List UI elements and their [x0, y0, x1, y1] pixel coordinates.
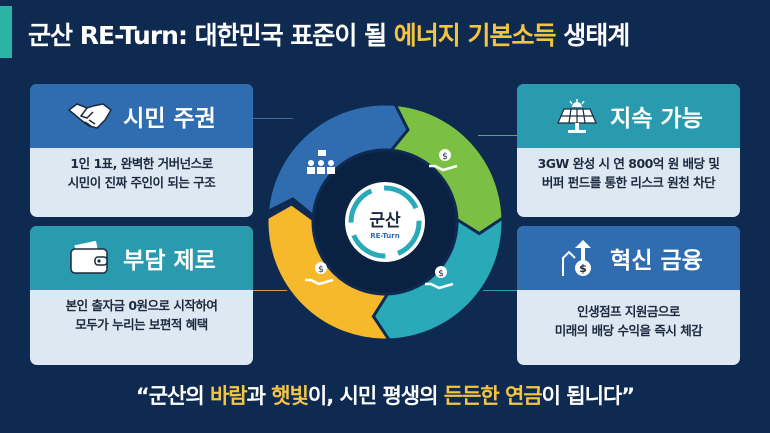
title-highlight: 에너지 기본소득	[393, 21, 557, 50]
connector-line	[253, 118, 293, 119]
svg-text:$: $	[438, 269, 444, 279]
connector-line	[478, 290, 518, 291]
people-network-icon	[307, 150, 335, 174]
center-cycle-arrows	[348, 185, 422, 259]
card-line: 시민이 진짜 주인이 되는 구조	[67, 175, 216, 190]
quote-text: 이, 시민 평생의	[307, 384, 444, 408]
quote-highlight: 든든한 연금	[443, 384, 543, 408]
handshake-icon	[67, 96, 113, 136]
card-title: 지속 가능	[610, 106, 703, 132]
solar-panel-icon	[554, 96, 600, 136]
wallet-icon	[67, 238, 113, 278]
hand-coin-icon: $	[425, 266, 454, 290]
connector-line	[478, 135, 518, 136]
card-line: 미래의 배당 수익을 즉시 체감	[554, 323, 703, 338]
quote-highlight: 햇빛	[271, 384, 309, 408]
title-text-end: 생태계	[555, 21, 630, 50]
connector-line	[253, 290, 293, 291]
title-text: 군산 RE-Turn: 대한민국 표준이 될	[28, 21, 394, 50]
card-line: 1인 1표, 완벽한 거버넌스로	[70, 156, 213, 171]
svg-text:$: $	[318, 265, 324, 275]
closing-quote: “군산의 바람과 햇빛이, 시민 평생의 든든한 연금이 됩니다”	[0, 380, 770, 410]
money-growth-icon: $	[554, 238, 600, 278]
quote-text: 과	[246, 384, 272, 408]
svg-text:$: $	[442, 152, 448, 162]
card-line: 버퍼 펀드를 통한 리스크 원천 차단	[541, 175, 716, 190]
card-title: 시민 주권	[123, 106, 216, 132]
card-line: 3GW 완성 시 연 800억 원 배당 및	[537, 156, 720, 171]
quote-text: “군산의	[135, 384, 210, 408]
title-accent-bar	[0, 6, 12, 58]
card-title: 혁신 금융	[610, 248, 703, 274]
card-title: 부담 제로	[123, 248, 216, 274]
wheel-segment-yellow	[265, 202, 392, 342]
svg-text:$: $	[579, 262, 587, 275]
card-line: 인생점프 지원금으로	[577, 304, 680, 319]
page-title: 군산 RE-Turn: 대한민국 표준이 될 에너지 기본소득 생태계	[28, 16, 630, 52]
cycle-wheel: 군산 RE-Turn $ $ $	[265, 102, 505, 342]
card-line: 본인 출자금 0원으로 시작하여	[65, 298, 218, 313]
card-line: 모두가 누리는 보편적 혜택	[75, 317, 208, 332]
quote-highlight: 바람	[209, 384, 248, 408]
hand-coin-icon: $	[429, 149, 458, 172]
center-title: 군산	[369, 211, 401, 231]
center-badge	[345, 182, 425, 262]
center-subtitle: RE-Turn	[370, 232, 399, 240]
hand-coin-icon: $	[305, 262, 334, 286]
quote-text: 이 됩니다”	[541, 384, 635, 408]
